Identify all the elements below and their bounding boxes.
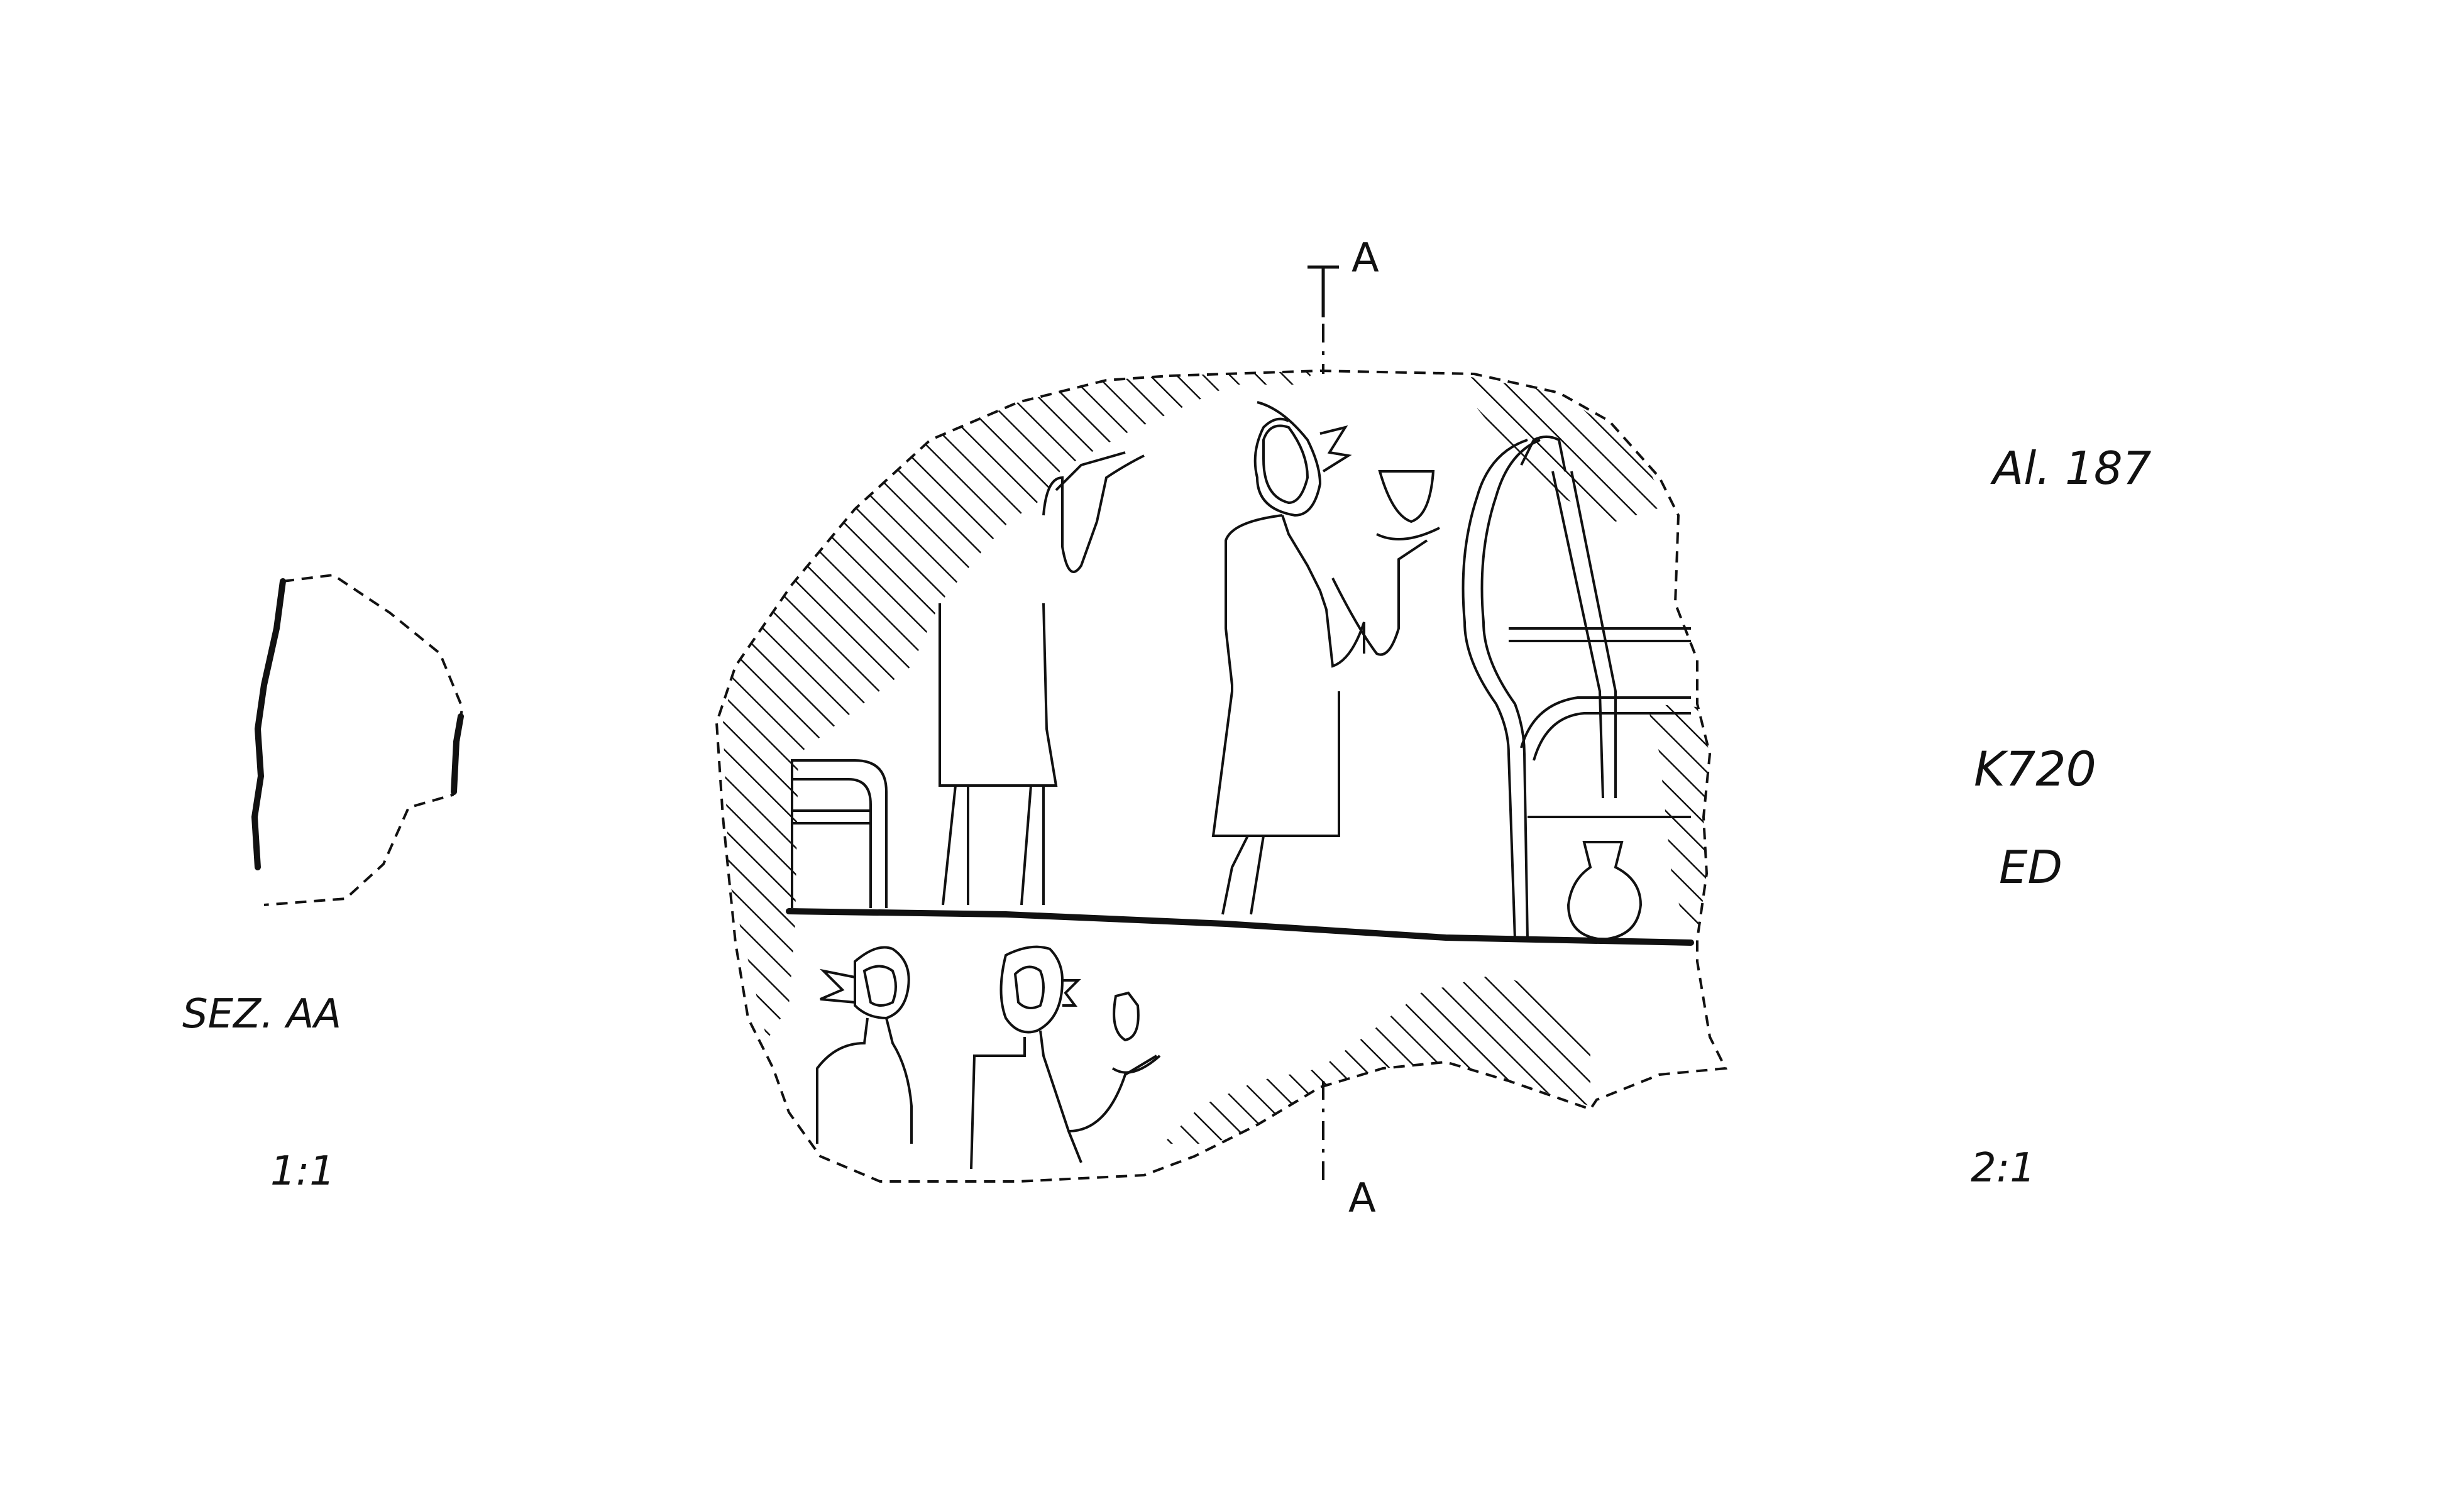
catalog-id: Al. 187 <box>1990 442 2152 495</box>
catalog-labels: Al. 187 K720 ED 2:1 <box>1971 442 2152 1192</box>
cut-marker-bottom: A <box>1348 1175 1376 1222</box>
section-profile: SEZ. AA 1:1 <box>182 573 464 1195</box>
section-surface-right <box>451 713 464 795</box>
cut-line-top: A <box>1308 235 1379 374</box>
register-ground-line <box>786 908 1694 946</box>
throne-right <box>1462 436 1691 941</box>
cup-center <box>1378 470 1435 523</box>
section-scale: 1:1 <box>270 1148 335 1195</box>
cup-lower <box>1113 991 1140 1042</box>
vase <box>1566 841 1643 941</box>
figure-center-beak <box>1319 425 1352 473</box>
figure-lower-left <box>816 946 913 1144</box>
hatch-bottom <box>1163 974 1590 1144</box>
figure-center-head <box>1253 401 1322 517</box>
section-surface-left <box>251 578 286 870</box>
figure-center-bird-head <box>1211 401 1440 915</box>
stool-left <box>791 759 888 908</box>
sherd-drawing: A A <box>715 235 1728 1222</box>
catalog-code: K720 <box>1974 741 2096 797</box>
catalog-sub: ED <box>1999 841 2062 894</box>
figure-left-standing <box>939 451 1145 906</box>
catalog-scale: 2:1 <box>1971 1145 2035 1192</box>
cut-line-bottom: A <box>1322 1081 1376 1222</box>
figure-lower-left-beak <box>819 968 856 1004</box>
hatch-top-right <box>1471 377 1666 522</box>
figure-lower-right <box>970 945 1161 1170</box>
section-label: SEZ. AA <box>182 991 341 1038</box>
cut-marker-top: A <box>1352 235 1379 282</box>
section-outline-dashed <box>263 573 464 906</box>
hatch-right-edge <box>1647 704 1710 946</box>
hatch-top-left <box>723 371 1314 1040</box>
